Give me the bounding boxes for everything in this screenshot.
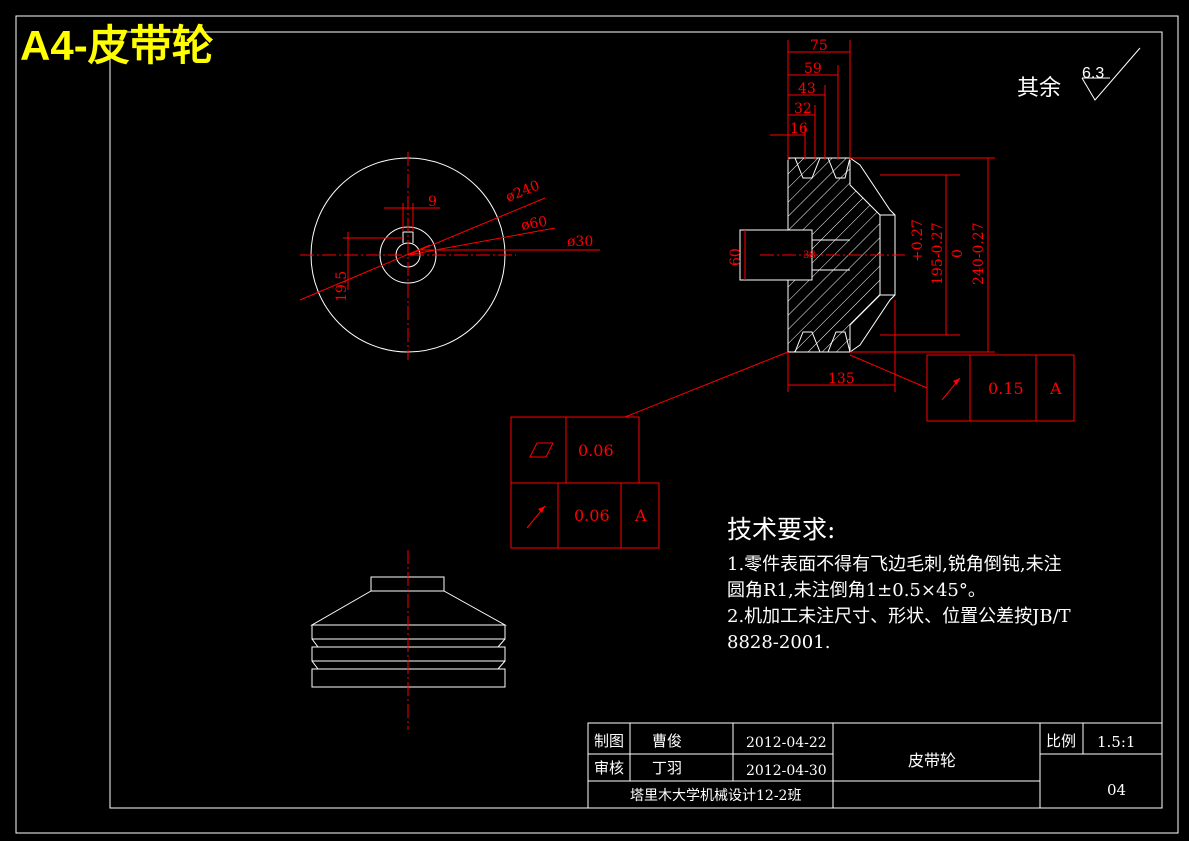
tech-line-4: 8828-2001. bbox=[727, 632, 830, 653]
tb-school: 塔里木大学机械设计12-2班 bbox=[630, 788, 801, 804]
dim-angle: 38 bbox=[803, 250, 816, 261]
inner-border bbox=[109, 31, 1163, 809]
dim-w59: 59 bbox=[804, 61, 822, 77]
tb-drawn-label: 制图 bbox=[594, 732, 624, 750]
frame-left-value1: 0.06 bbox=[578, 441, 614, 460]
dim-bore: 60 bbox=[728, 248, 744, 266]
dim-h: 19.5 bbox=[334, 271, 350, 302]
title-block: 制图 曹俊 2012-04-22 审核 丁羽 2012-04-30 皮带轮 比例… bbox=[587, 722, 1163, 809]
frame-left-value2: 0.06 bbox=[574, 506, 610, 525]
dim-d2: 195-0.27 bbox=[930, 222, 946, 285]
roughness-value: 6.3 bbox=[1082, 65, 1104, 82]
tb-part-name: 皮带轮 bbox=[908, 751, 956, 770]
runout-icon bbox=[941, 377, 961, 401]
dim-d4: 240-0.27 bbox=[971, 222, 987, 285]
frame-right-value: 0.15 bbox=[988, 379, 1024, 398]
dim-d1: +0.27 bbox=[910, 219, 926, 262]
tb-drawn-name: 曹俊 bbox=[652, 732, 682, 750]
dim-w43: 43 bbox=[798, 81, 816, 97]
tb-drawn-date: 2012-04-22 bbox=[746, 735, 827, 751]
tech-line-3: 2.机加工未注尺寸、形状、位置公差按JB/T bbox=[727, 606, 1071, 627]
frame-right: 0.15 A bbox=[849, 354, 1075, 422]
runout-icon bbox=[526, 505, 546, 529]
pulley-sketch bbox=[310, 550, 507, 730]
frame-right-datum: A bbox=[1049, 379, 1062, 398]
frame-left: 0.06 0.06 A bbox=[510, 351, 789, 549]
dim-w32: 32 bbox=[794, 101, 812, 117]
tb-scale-label: 比例 bbox=[1046, 732, 1076, 750]
dim-key-width: 9 bbox=[428, 194, 437, 210]
frame-left-datum: A bbox=[634, 506, 647, 525]
flatness-icon bbox=[529, 442, 554, 458]
front-view: 9 ø240 ø60 ø30 19.5 bbox=[299, 152, 600, 360]
tb-check-label: 审核 bbox=[594, 759, 624, 777]
outer-border bbox=[15, 15, 1179, 834]
tb-check-date: 2012-04-30 bbox=[746, 763, 827, 779]
roughness-prefix: 其余 bbox=[1017, 76, 1061, 101]
tech-line-1: 1.零件表面不得有飞边毛刺,锐角倒钝,未注 bbox=[727, 554, 1062, 575]
dim-d30: ø30 bbox=[567, 234, 593, 250]
header-title: A4-皮带轮 bbox=[20, 22, 214, 69]
tb-scale-value: 1.5:1 bbox=[1097, 733, 1135, 751]
tech-title: 技术要求: bbox=[727, 515, 835, 544]
tb-drawing-no: 04 bbox=[1107, 781, 1126, 799]
dim-d60: ø60 bbox=[520, 214, 549, 234]
dim-len: 135 bbox=[828, 371, 855, 387]
dim-w16: 16 bbox=[790, 121, 808, 137]
dim-d3: 0 bbox=[950, 249, 966, 258]
tech-line-2: 圆角R1,未注倒角1±0.5×45°。 bbox=[727, 580, 986, 601]
dim-w75: 75 bbox=[810, 38, 828, 54]
roughness-icon bbox=[1081, 47, 1141, 101]
tb-check-name: 丁羽 bbox=[652, 759, 682, 777]
section-view: 75 59 43 32 16 240-0.27 0 195-0.27 +0.27… bbox=[728, 38, 995, 392]
